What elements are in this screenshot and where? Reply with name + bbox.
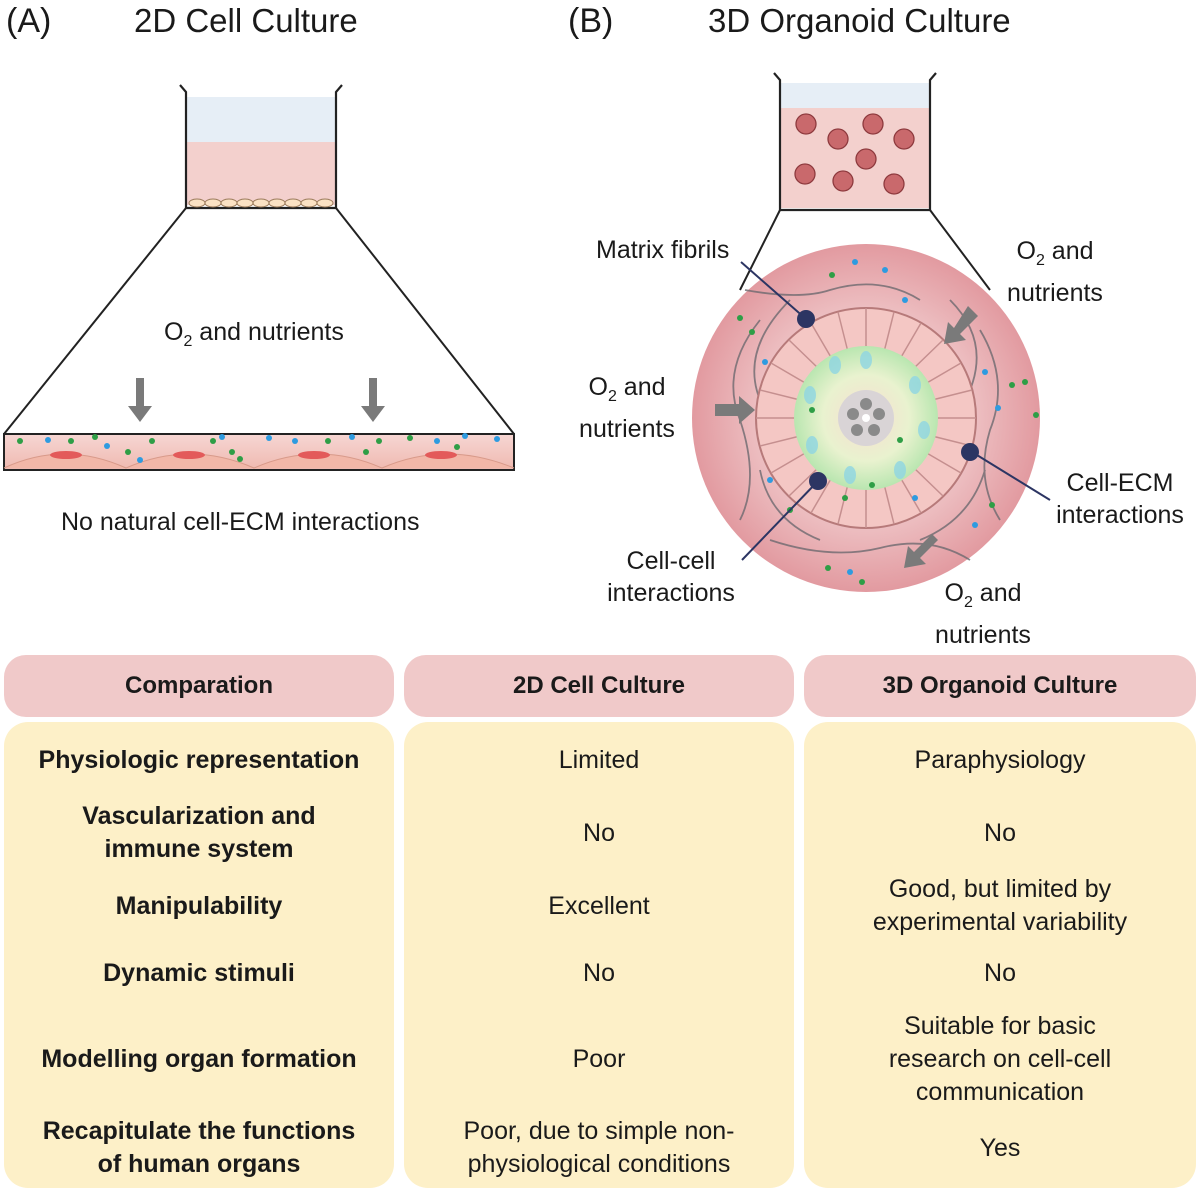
o2-and: and <box>972 579 1022 607</box>
nutrient-dots-2d <box>17 433 500 463</box>
organoid-3d-column <box>804 722 1196 1188</box>
o2-and: and <box>616 373 666 401</box>
organoid-3d-cell-line: Paraphysiology <box>914 745 1086 774</box>
arrows-3d <box>715 306 978 568</box>
panel-a-label: (A) <box>6 2 52 40</box>
o2-symbol: O <box>588 373 608 401</box>
criterion-cell: Modelling organ formation <box>4 1006 394 1112</box>
cell-2d-cell: Excellent <box>404 872 794 940</box>
o2-symbol: O <box>944 579 964 607</box>
o2-label-bottom-right: O2 and nutrients <box>928 577 1038 651</box>
header-3d-organoid-culture: 3D Organoid Culture <box>804 655 1196 717</box>
o2-symbol: O <box>1016 237 1036 265</box>
cell-2d-column <box>404 722 794 1188</box>
criterion-cell: Dynamic stimuli <box>4 946 394 1000</box>
callout-pointers <box>740 261 1051 561</box>
o2-label-left: O2 and nutrients <box>572 371 682 445</box>
criterion-cell-line: Vascularization and <box>82 802 316 830</box>
o2-subscript: 2 <box>183 333 193 350</box>
epithelial-ring <box>755 307 977 529</box>
cell-cell-label: Cell-cell interactions <box>596 545 746 609</box>
monolayer-cells <box>188 198 334 208</box>
arrows-2d <box>128 378 385 422</box>
o2-subscript: 2 <box>963 594 973 611</box>
diagram-graphics <box>3 72 1051 592</box>
nutrients-word: nutrients <box>1007 279 1103 307</box>
o2-and: and <box>1044 237 1094 265</box>
o2-nutrients-label-2d: O2 and nutrients <box>164 316 344 358</box>
organoid-3d-cell-line: experimental variability <box>872 908 1128 936</box>
cell-2d-cell-line: Poor <box>572 1044 626 1073</box>
nutrients-word: nutrients <box>935 621 1031 649</box>
organoid-3d-cell-line: research on cell-cell <box>888 1044 1112 1073</box>
organoid-3d-cell: Suitable for basic research on cell-cell c… <box>804 1006 1196 1112</box>
nutrients-word: nutrients <box>579 415 675 443</box>
panel-b-label: (B) <box>568 2 614 40</box>
organoid-spheres <box>794 113 915 195</box>
criterion-cell-line: of human organs <box>97 1150 301 1178</box>
cell-cell-line1: Cell-cell <box>626 547 716 575</box>
organoid-3d-cell: No <box>804 798 1196 868</box>
cell-ecm-line1: Cell-ECM <box>1066 469 1174 497</box>
criterion-cell: Recapitulate the functions of human organ… <box>4 1113 394 1183</box>
cell-ecm-line2: interactions <box>1056 501 1184 529</box>
criterion-cell: Manipulability <box>4 872 394 940</box>
organoid-3d-cell: No <box>804 946 1196 1000</box>
matrix-fibrils-label: Matrix fibrils <box>596 236 730 264</box>
o2-label-top-right: O2 and nutrients <box>1000 235 1110 309</box>
organoid-3d-cell: Good, but limited by experimental variabi… <box>804 872 1196 940</box>
organoid-3d-cell-line: communication <box>915 1077 1085 1106</box>
cell-2d-cell-line: No <box>583 958 615 987</box>
cell-2d-cell-line: Poor, due to simple non- <box>463 1117 735 1145</box>
panel-a-title: 2D Cell Culture <box>134 2 358 39</box>
panel-b-title: 3D Organoid Culture <box>708 2 1011 39</box>
beaker-3d <box>773 72 937 212</box>
organoid-3d-cell-line: Suitable for basic <box>904 1011 1096 1040</box>
criterion-cell-line: Modelling organ formation <box>41 1044 357 1073</box>
criterion-cell-line: Manipulability <box>115 891 283 920</box>
criterion-cell-line: immune system <box>104 835 294 863</box>
cell-2d-cell-line: No <box>583 818 615 847</box>
o2-rest: and nutrients <box>192 318 344 346</box>
cell-2d-cell: No <box>404 798 794 868</box>
cell-2d-cell-line: Limited <box>558 745 640 774</box>
organoid-3d-cell: Paraphysiology <box>804 730 1196 790</box>
slab-2d <box>3 433 515 471</box>
cell-2d-cell: Poor, due to simple non-physiological co… <box>404 1113 794 1183</box>
criteria-column <box>4 722 394 1188</box>
zoom-lines-2d <box>3 207 515 435</box>
criterion-cell-line: Recapitulate the functions <box>42 1117 356 1145</box>
organoid-3d-cell-line: Yes <box>979 1133 1021 1162</box>
organoid-3d-cell-line: Good, but limited by <box>888 875 1112 903</box>
organoid-cross-section <box>692 244 1040 592</box>
criterion-cell-line: Dynamic stimuli <box>103 958 295 987</box>
organoid-3d-cell-line: No <box>984 958 1016 987</box>
cell-ecm-label: Cell-ECM interactions <box>1045 467 1195 531</box>
cell-2d-cell: Limited <box>404 730 794 790</box>
beaker-2d <box>179 84 343 210</box>
cell-2d-cell: No <box>404 946 794 1000</box>
zoom-lines-3d <box>739 209 991 291</box>
o2-subscript: 2 <box>1035 252 1045 269</box>
o2-symbol: O <box>164 318 184 346</box>
criterion-cell: Physiologic representation <box>4 730 394 790</box>
organoid-3d-cell-line: No <box>984 818 1016 847</box>
criterion-cell: Vascularization and immune system <box>4 798 394 868</box>
cell-2d-cell-line: Excellent <box>548 891 650 920</box>
header-comparation: Comparation <box>4 655 394 717</box>
o2-subscript: 2 <box>607 388 617 405</box>
header-2d-cell-culture: 2D Cell Culture <box>404 655 794 717</box>
criterion-cell-line: Physiologic representation <box>38 745 360 774</box>
caption-2d: No natural cell-ECM interactions <box>61 508 420 536</box>
cell-2d-cell: Poor <box>404 1006 794 1112</box>
cell-cell-line2: interactions <box>607 579 735 607</box>
organoid-3d-cell: Yes <box>804 1113 1196 1183</box>
cell-2d-cell-line: physiological conditions <box>467 1150 731 1178</box>
